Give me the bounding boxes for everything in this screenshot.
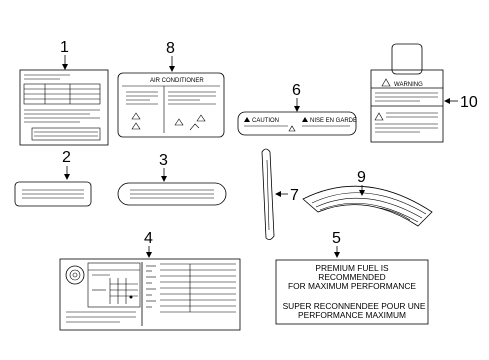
- label5-line1: PREMIUM FUEL IS: [315, 263, 389, 273]
- callout-5: 5: [332, 230, 341, 247]
- label10-title: WARNING: [394, 82, 423, 88]
- callout-1-arrow-icon: [62, 64, 68, 70]
- part-10-warning-label: WARNING 10: [370, 43, 478, 143]
- callout-2: 2: [62, 149, 71, 166]
- warning-triangle-icon: [174, 118, 184, 126]
- warning-triangle-icon: [131, 122, 141, 130]
- callout-6: 6: [292, 82, 301, 99]
- part-7-vertical-label: 7: [261, 148, 299, 240]
- part-1-emission-label: 1: [19, 39, 109, 146]
- callout-8: 8: [166, 40, 175, 57]
- part-6-caution-label: 6 CAUTION NISE EN GARDE: [237, 82, 357, 136]
- tire-icon: [65, 265, 85, 285]
- part-2-strip-label: 2: [14, 149, 92, 207]
- warning-triangle-icon: [381, 78, 391, 87]
- callout-3-arrow-icon: [161, 176, 167, 182]
- label5-line5: PERFORMANCE MAXIMUM: [298, 310, 406, 320]
- label6-right-text: NISE EN GARDE: [310, 118, 357, 124]
- callout-10: 10: [460, 94, 478, 111]
- label6-left-text: CAUTION: [252, 118, 279, 124]
- warning-triangle-icon: [131, 112, 141, 120]
- callout-3: 3: [159, 152, 168, 169]
- callout-4: 4: [144, 230, 153, 247]
- callout-5-arrow-icon: [334, 252, 340, 258]
- label5-line3: FOR MAXIMUM PERFORMANCE: [288, 281, 416, 291]
- callout-1: 1: [60, 39, 69, 56]
- callout-9: 9: [357, 169, 366, 186]
- label5-line4: SUPER RECONNENDEE POUR UNE: [283, 301, 426, 311]
- warning-triangle-icon: [374, 112, 384, 121]
- part-5-premium-fuel-label: 5 PREMIUM FUEL IS RECOMMENDED FOR MAXIMU…: [275, 230, 429, 325]
- callout-4-arrow-icon: [146, 252, 152, 258]
- part-8-air-conditioner-label: 8 AIR CONDITIONER: [117, 40, 225, 138]
- label8-title: AIR CONDITIONER: [150, 78, 204, 84]
- callout-10-arrow-icon: [444, 98, 450, 104]
- warning-triangle-icon: [302, 117, 308, 122]
- callout-8-arrow-icon: [169, 66, 175, 72]
- part-9-arc-label: 9: [302, 169, 433, 227]
- label5-line2: RECOMMENDED: [318, 272, 385, 282]
- callout-7: 7: [290, 187, 299, 204]
- warning-triangle-icon: [196, 114, 206, 122]
- warning-triangle-icon: [288, 125, 296, 132]
- callout-6-arrow-icon: [294, 106, 300, 112]
- part-3-strip-label: 3: [117, 152, 227, 206]
- warning-triangle-icon: [244, 117, 250, 122]
- part-4-tire-label: 4: [59, 230, 241, 331]
- callout-7-arrow-icon: [275, 191, 281, 197]
- callout-2-arrow-icon: [64, 174, 70, 180]
